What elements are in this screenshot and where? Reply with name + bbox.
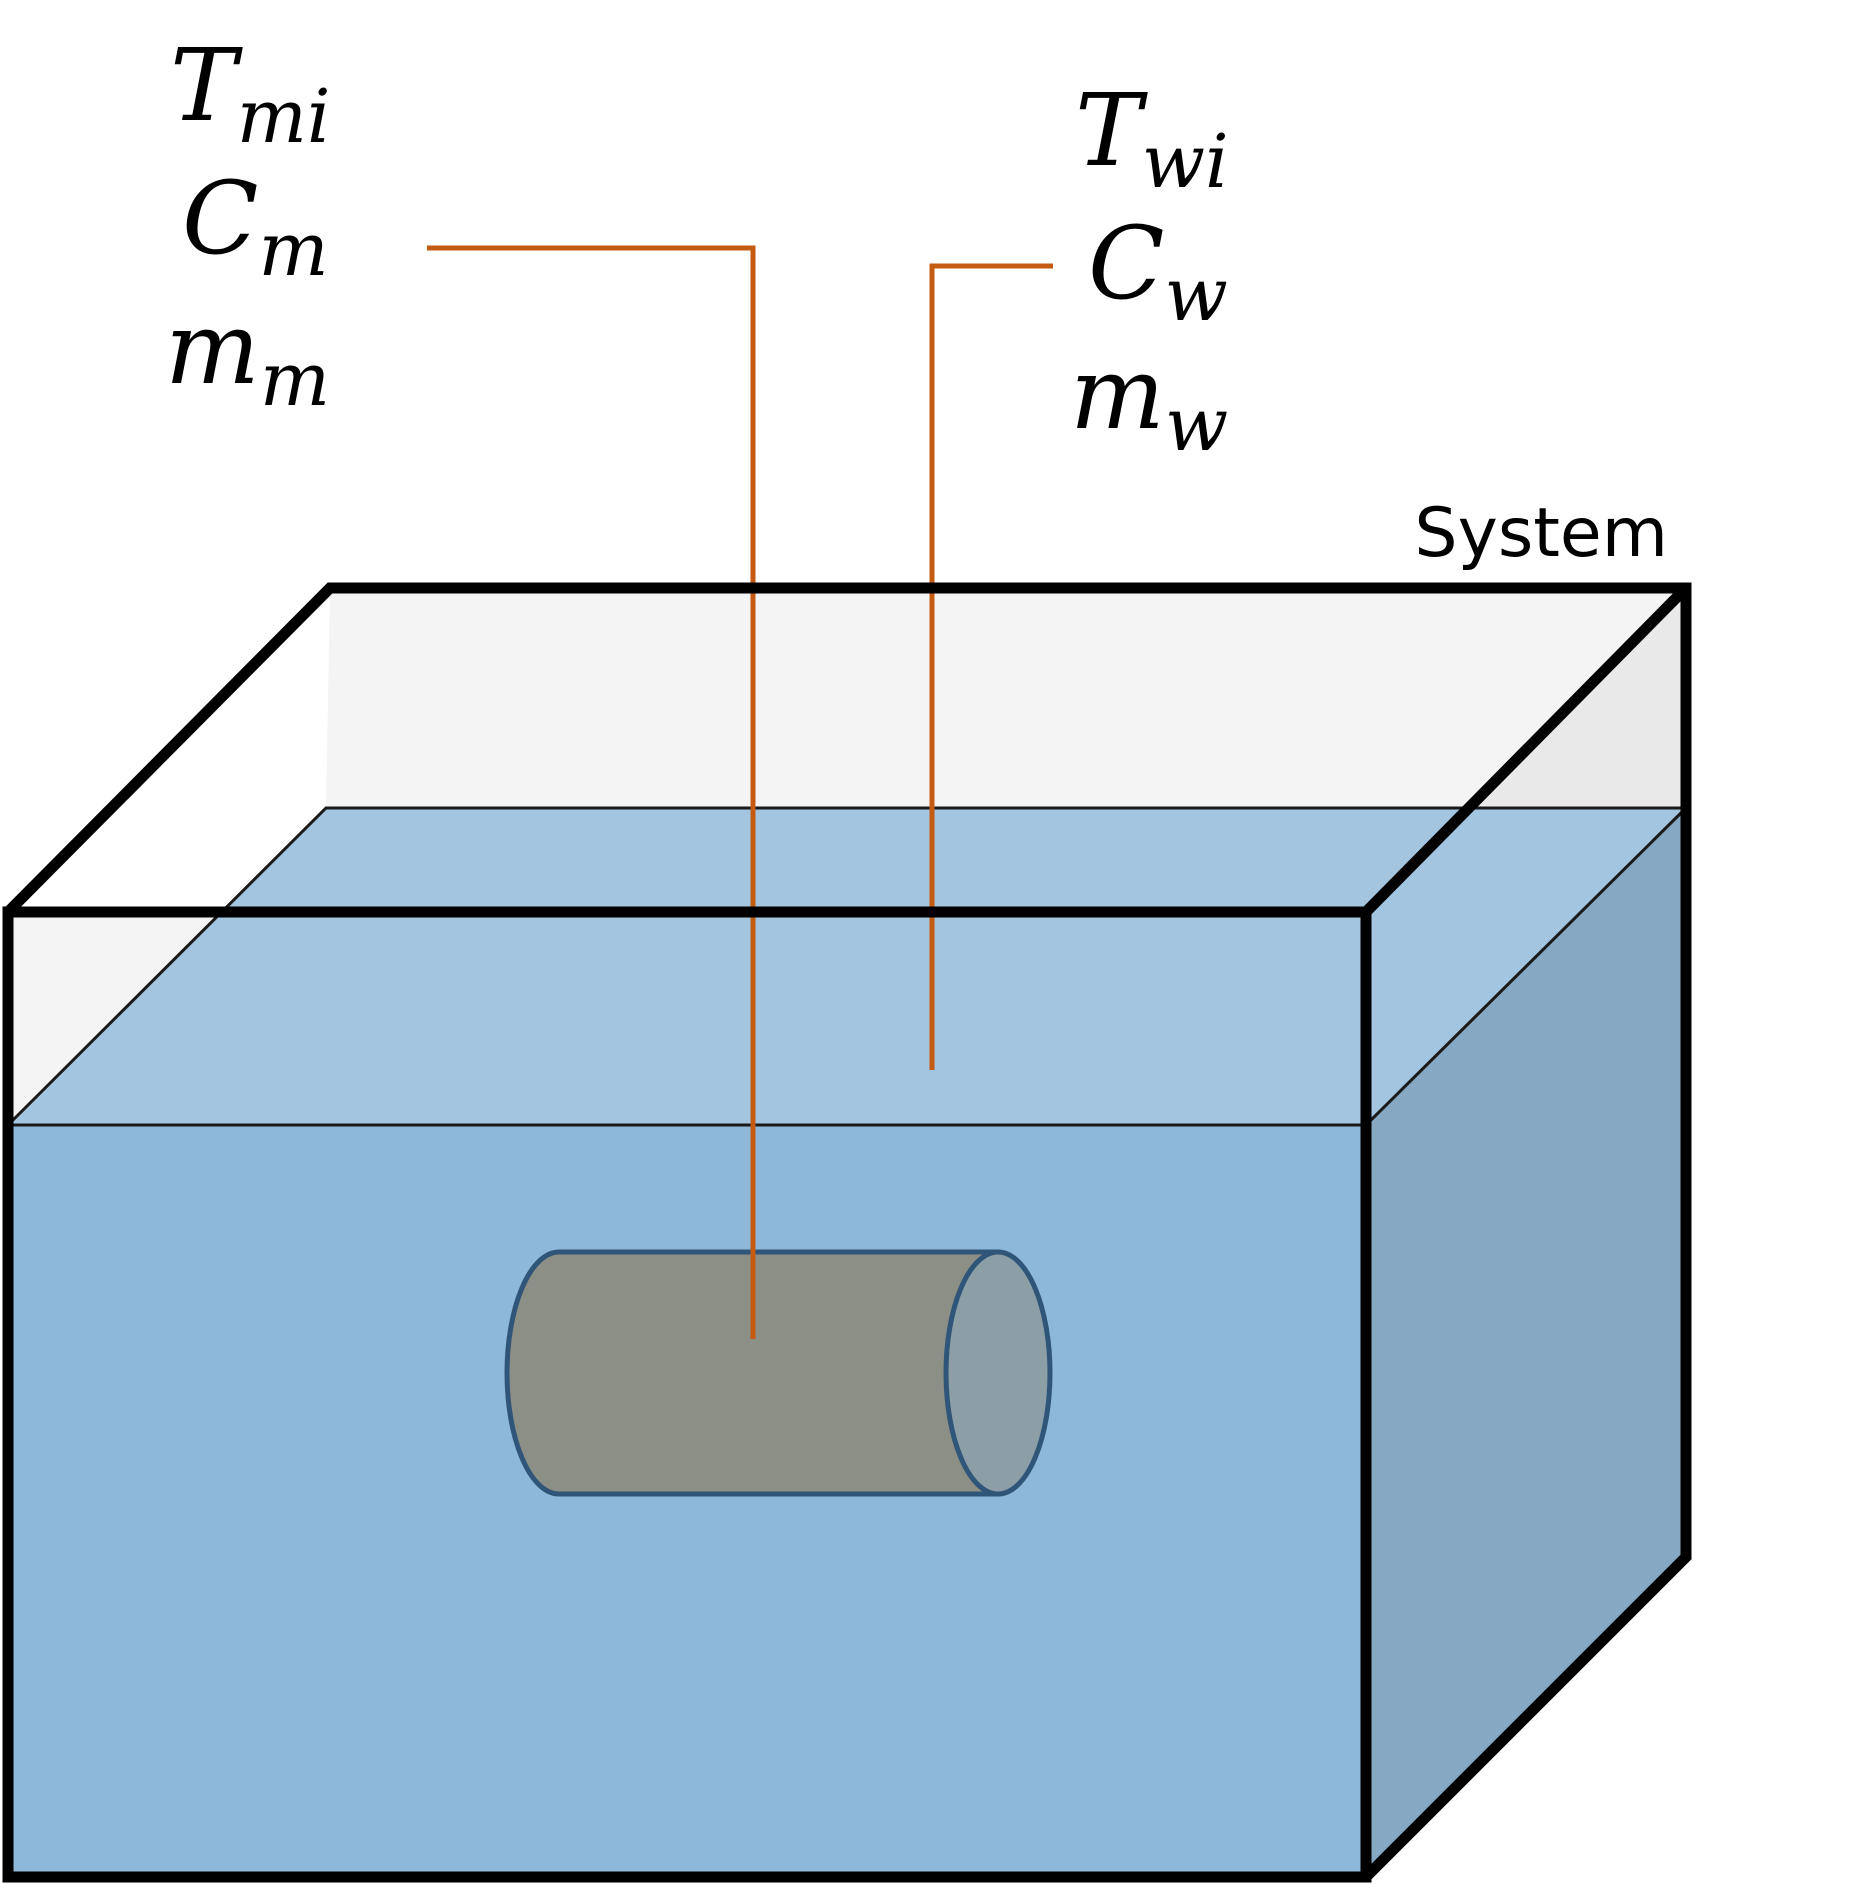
cylinder-body [504, 1249, 1001, 1497]
water-mass-subscript: w [1165, 382, 1228, 468]
metal-cylinder [504, 1249, 1053, 1497]
water-heat-capacity-symbol: C [1088, 205, 1165, 322]
system-label: System [1414, 494, 1668, 573]
metal-leader-line [427, 245, 756, 1339]
water-temperature-label: Twi [1075, 72, 1229, 205]
metal-temperature-label: Tmi [170, 27, 331, 160]
water-line-left [6, 806, 1686, 1127]
water-heat-capacity-subscript: w [1165, 252, 1228, 338]
water-leader-line [929, 263, 1053, 1070]
water-temperature-subscript: wi [1142, 119, 1229, 205]
water-surface [8, 808, 1686, 1125]
metal-mass-label: mm [165, 290, 330, 423]
tank-top-right-edge [1362, 584, 1690, 916]
water-side [1366, 808, 1686, 1877]
water-front [8, 1125, 1366, 1877]
metal-heat-capacity-symbol: C [182, 160, 259, 277]
cylinder-end [943, 1249, 1053, 1497]
tank-front-face [2, 906, 1372, 1883]
water-heat-capacity-label: Cw [1088, 205, 1228, 338]
metal-heat-capacity-label: Cm [182, 160, 329, 293]
tank-back-air [326, 588, 1686, 808]
metal-temperature-symbol: T [170, 27, 243, 144]
water-mass-symbol: m [1070, 335, 1165, 452]
tank-outline [2, 582, 1692, 1883]
metal-temperature-subscript: mi [237, 74, 331, 160]
water-mass-label: mw [1070, 335, 1228, 468]
water-temperature-symbol: T [1075, 72, 1148, 189]
metal-mass-symbol: m [165, 290, 260, 407]
metal-mass-subscript: m [260, 337, 330, 423]
metal-heat-capacity-subscript: m [259, 207, 329, 293]
